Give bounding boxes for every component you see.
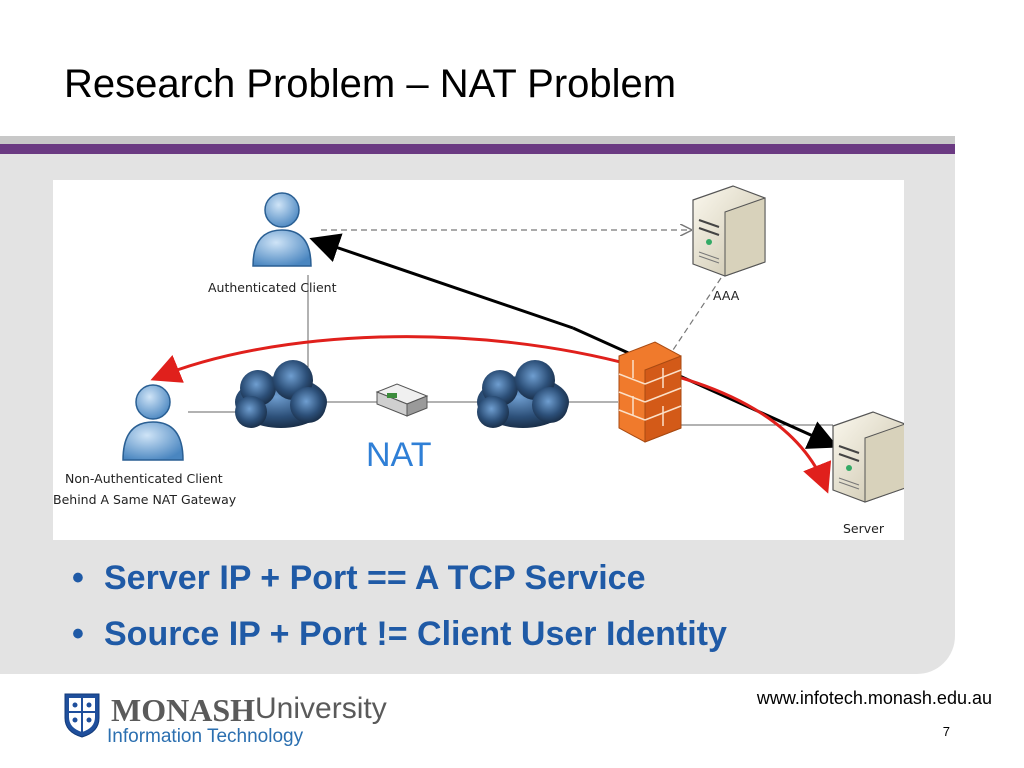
monash-crest-icon bbox=[64, 693, 100, 738]
red-arrow-to-nonauth bbox=[150, 335, 644, 383]
logo-university-text: University bbox=[255, 692, 387, 725]
dashed-aaa-to-firewall bbox=[665, 277, 722, 362]
server-label: Server bbox=[843, 521, 885, 536]
bullet-item: • Source IP + Port != Client User Identit… bbox=[72, 611, 727, 667]
aaa-label: AAA bbox=[713, 288, 740, 303]
non-authenticated-client-icon bbox=[122, 384, 184, 461]
title-divider-grey bbox=[0, 136, 955, 144]
authenticated-client-icon bbox=[252, 192, 312, 267]
bullet-dot-icon: • bbox=[72, 559, 84, 597]
server-icon bbox=[832, 411, 904, 503]
nat-label: NAT bbox=[366, 436, 431, 474]
non-auth-client-label-2: Behind A Same NAT Gateway bbox=[53, 492, 237, 507]
title-divider-purple bbox=[0, 144, 955, 154]
bullet-list: • Server IP + Port == A TCP Service • Sour… bbox=[72, 555, 727, 667]
authenticated-client-label: Authenticated Client bbox=[208, 280, 337, 295]
aaa-server-icon bbox=[692, 185, 766, 277]
firewall-icon bbox=[618, 341, 682, 443]
bullet-dot-icon: • bbox=[72, 615, 84, 653]
logo-faculty-text: Information Technology bbox=[107, 726, 304, 747]
non-auth-client-label-1: Non-Authenticated Client bbox=[65, 471, 223, 486]
network-cloud-right-icon bbox=[477, 360, 569, 428]
logo-monash-text: MONASH bbox=[111, 692, 255, 728]
bullet-item: • Server IP + Port == A TCP Service bbox=[72, 555, 727, 611]
footer-url: www.infotech.monash.edu.au bbox=[756, 688, 992, 708]
network-cloud-left-icon bbox=[235, 360, 327, 428]
nat-diagram: Authenticated Client Non-Authenticated C… bbox=[53, 180, 904, 540]
monash-logo: MONASH University Information Technology bbox=[63, 690, 403, 750]
black-arrow-to-client bbox=[309, 233, 574, 330]
bullet-text: Server IP + Port == A TCP Service bbox=[104, 559, 646, 597]
slide-title: Research Problem – NAT Problem bbox=[64, 62, 677, 106]
page-number: 7 bbox=[942, 724, 950, 739]
nat-router-icon bbox=[375, 383, 429, 417]
bullet-text: Source IP + Port != Client User Identity bbox=[104, 615, 727, 653]
